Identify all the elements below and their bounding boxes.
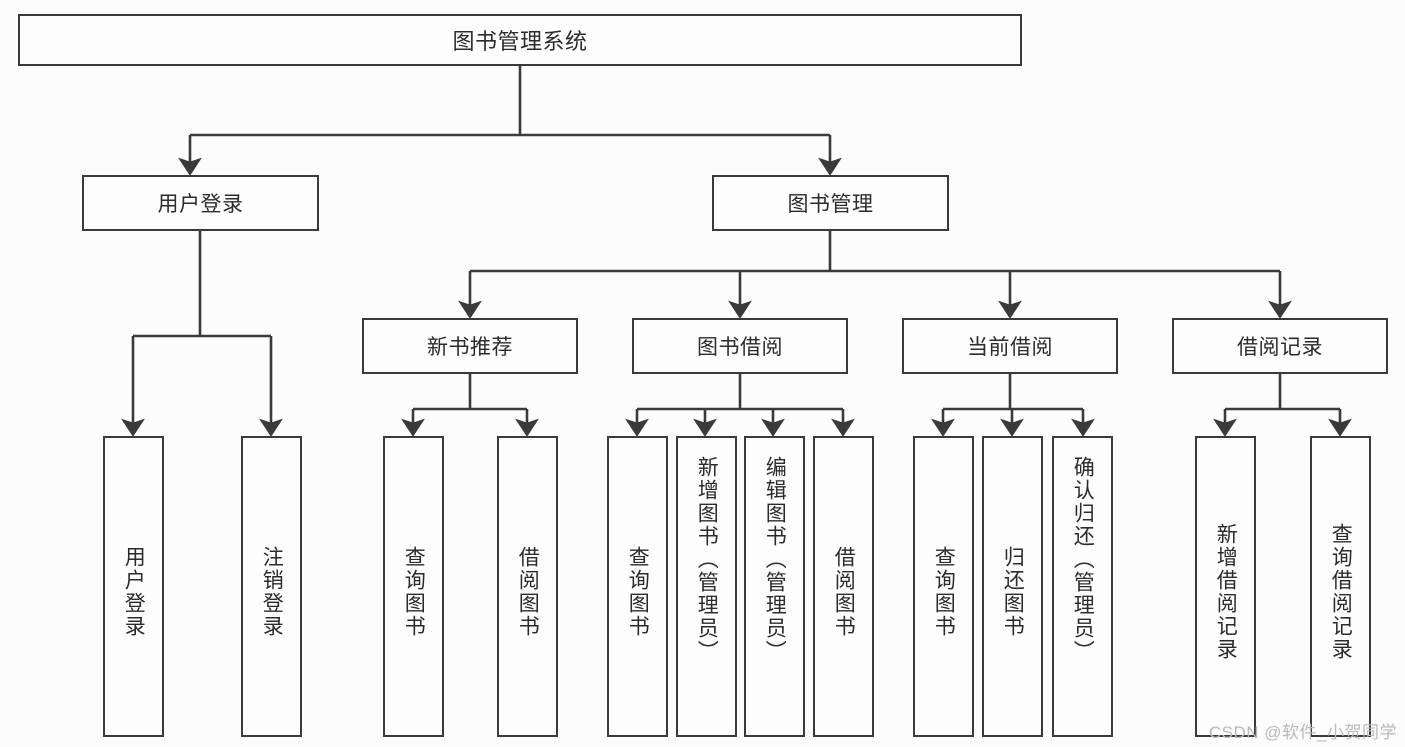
node-leaf-confirm-return-admin[interactable]: 确认归还（管理员） bbox=[1052, 436, 1113, 737]
leaf-text-wrap: 用户登录 bbox=[121, 448, 147, 735]
leaf-text-wrap: 新增图书（管理员） bbox=[694, 448, 720, 743]
node-leaf-query-borrow-record[interactable]: 查询借阅记录 bbox=[1310, 436, 1371, 737]
node-label: 图书管理 bbox=[787, 193, 874, 216]
node-root-system[interactable]: 图书管理系统 bbox=[18, 14, 1022, 66]
node-label: 图书借阅 bbox=[697, 336, 783, 359]
node-label: 注销登录 bbox=[260, 545, 284, 638]
node-label: 新增借阅记录 bbox=[1214, 522, 1238, 661]
node-book-borrow[interactable]: 图书借阅 bbox=[632, 318, 848, 374]
node-label: 借阅记录 bbox=[1237, 336, 1323, 359]
node-leaf-logout[interactable]: 注销登录 bbox=[241, 436, 302, 737]
node-leaf-return-book[interactable]: 归还图书 bbox=[982, 436, 1043, 737]
leaf-text-wrap: 借阅图书 bbox=[515, 448, 541, 735]
node-label: 编辑图书（管理员） bbox=[763, 456, 787, 663]
leaf-text-wrap: 注销登录 bbox=[259, 448, 285, 735]
node-label: 用户登录 bbox=[157, 193, 244, 216]
leaf-text-wrap: 新增借阅记录 bbox=[1213, 448, 1239, 735]
leaf-text-wrap: 确认归还（管理员） bbox=[1070, 448, 1096, 743]
node-label: 查询图书 bbox=[626, 545, 650, 638]
leaf-text-wrap: 归还图书 bbox=[1000, 448, 1026, 735]
node-leaf-edit-book-admin[interactable]: 编辑图书（管理员） bbox=[744, 436, 805, 737]
node-label: 当前借阅 bbox=[967, 336, 1053, 359]
node-borrow-record[interactable]: 借阅记录 bbox=[1172, 318, 1388, 374]
leaf-text-wrap: 借阅图书 bbox=[831, 448, 857, 735]
leaf-text-wrap: 查询图书 bbox=[401, 448, 427, 735]
node-label: 归还图书 bbox=[1001, 545, 1025, 638]
leaf-text-wrap: 查询图书 bbox=[931, 448, 957, 735]
node-leaf-add-borrow-record[interactable]: 新增借阅记录 bbox=[1195, 436, 1256, 737]
node-label: 查询图书 bbox=[402, 545, 426, 638]
node-current-borrow[interactable]: 当前借阅 bbox=[902, 318, 1118, 374]
node-leaf-add-book-admin[interactable]: 新增图书（管理员） bbox=[676, 436, 737, 737]
node-label: 借阅图书 bbox=[832, 545, 856, 638]
node-leaf-borrow-book[interactable]: 借阅图书 bbox=[813, 436, 874, 737]
node-leaf-query-book-borrow[interactable]: 查询图书 bbox=[607, 436, 668, 737]
node-label: 借阅图书 bbox=[516, 545, 540, 638]
watermark-text: CSDN @软件_小贺同学 bbox=[1208, 723, 1397, 742]
node-new-book-recommend[interactable]: 新书推荐 bbox=[362, 318, 578, 374]
leaf-text-wrap: 编辑图书（管理员） bbox=[762, 448, 788, 743]
node-user-login[interactable]: 用户登录 bbox=[82, 175, 319, 231]
leaf-text-wrap: 查询借阅记录 bbox=[1328, 448, 1354, 735]
node-label: 查询图书 bbox=[932, 545, 956, 638]
node-leaf-borrow-book-recommend[interactable]: 借阅图书 bbox=[497, 436, 558, 737]
node-label: 查询借阅记录 bbox=[1329, 522, 1353, 661]
node-leaf-query-book-current[interactable]: 查询图书 bbox=[913, 436, 974, 737]
node-label: 新书推荐 bbox=[427, 336, 513, 359]
node-leaf-query-book-recommend[interactable]: 查询图书 bbox=[383, 436, 444, 737]
leaf-text-wrap: 查询图书 bbox=[625, 448, 651, 735]
node-book-management[interactable]: 图书管理 bbox=[712, 175, 949, 231]
node-label: 确认归还（管理员） bbox=[1071, 456, 1095, 663]
node-leaf-user-login[interactable]: 用户登录 bbox=[103, 436, 164, 737]
node-label: 图书管理系统 bbox=[452, 29, 588, 54]
node-label: 用户登录 bbox=[122, 545, 146, 638]
node-label: 新增图书（管理员） bbox=[695, 456, 719, 663]
